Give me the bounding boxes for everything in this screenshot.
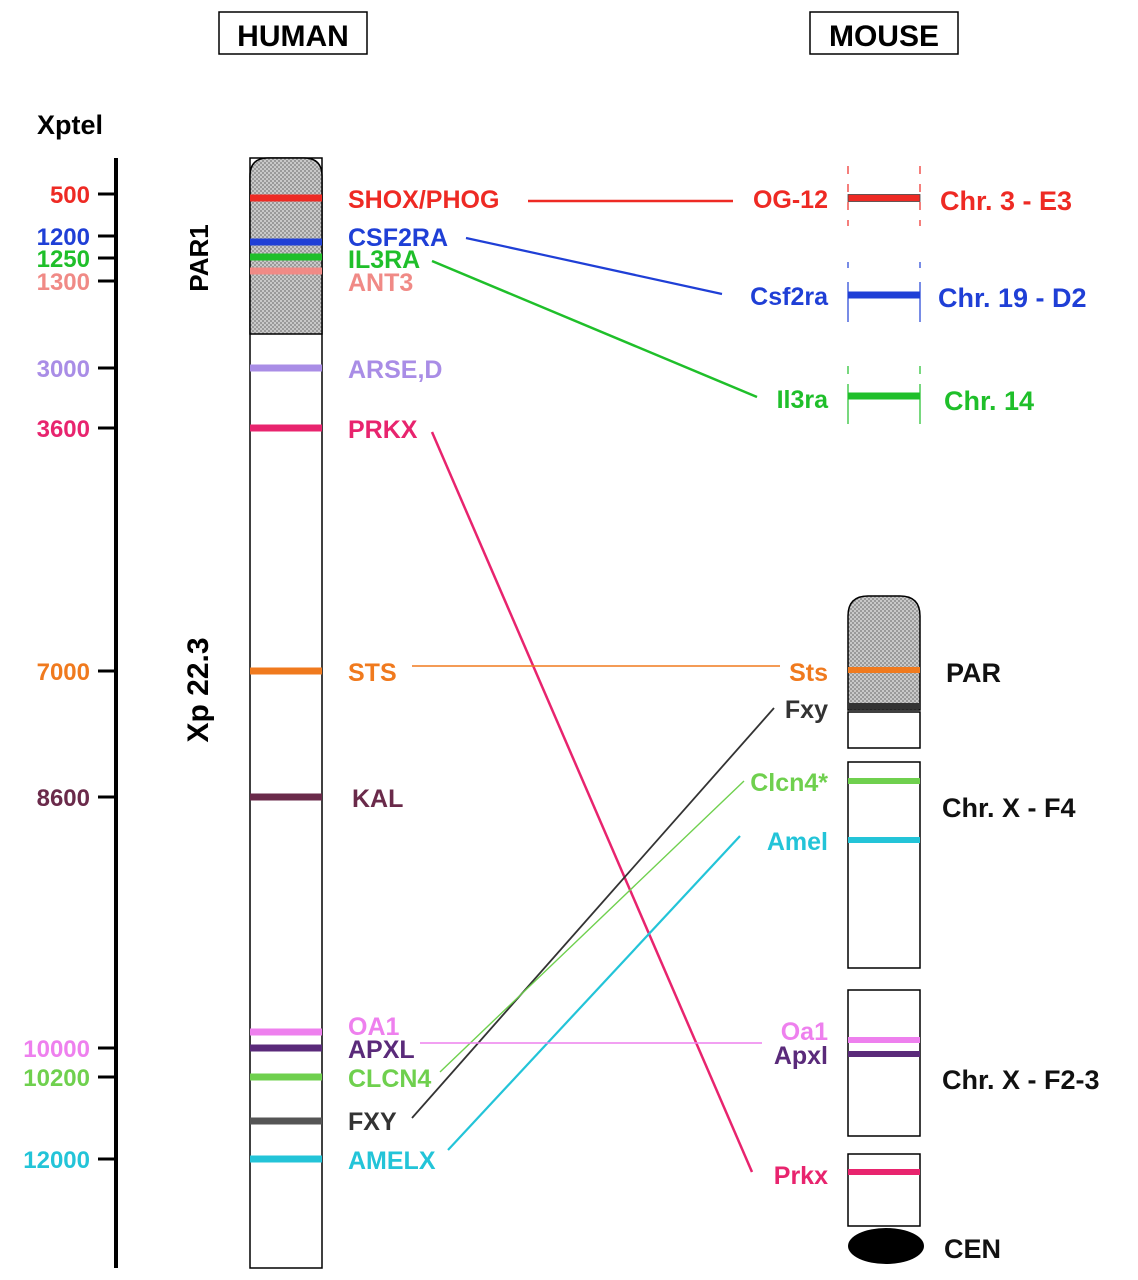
human-gene-label-sts: STS [348,659,397,687]
mouse-band-clcn4 [848,778,920,784]
human-gene-label-prkx: PRKX [348,416,418,444]
human-header-box [218,11,368,55]
mouse-gene-label-og-12: OG-12 [753,186,828,214]
chromosome-label-chr-14: Chr. 14 [944,386,1034,416]
mouse-band-fxy [848,703,920,709]
mouse-header: MOUSE [829,20,939,53]
human-chromosome [249,157,323,1269]
chromosome-label-cen: CEN [944,1234,1001,1264]
centromere [848,1228,924,1264]
axis-tick-label: 1250 [37,246,90,273]
human-band-sts [250,667,322,675]
axis-tick-label: 3000 [37,356,90,383]
mouse-chrx-f23-segment [847,989,921,1137]
axis-tick-label: 500 [50,182,90,209]
axis-tick-label: 3600 [37,416,90,443]
human-band-fxy [250,1117,322,1125]
connector-fxy-fxy [411,707,775,1119]
mouse-gene-label-apxl: Apxl [774,1042,828,1070]
mouse-gene-label-clcn4: Clcn4* [750,769,828,797]
mouse-band-apxl [848,1051,920,1057]
mouse-gene-label-prkx: Prkx [774,1162,828,1190]
human-gene-label-shox-phog: SHOX/PHOG [348,186,499,214]
mouse-chrx-par-segment [847,595,921,749]
connector-prkx-prkx [430,431,754,1173]
mouse-chrx-f4-segment [847,761,921,969]
mouse-band-oa1 [848,1037,920,1043]
human-band-il3ra [250,253,322,261]
connector-il3ra-il3ra [431,259,758,399]
axis-tick-label: 10200 [23,1065,90,1092]
mouse-gene-label-sts: Sts [789,659,828,687]
human-gene-label-ant3: ANT3 [348,269,413,297]
human-band-shox-phog [250,194,322,202]
mouse-chrx-prox-segment [847,1153,921,1227]
connector-clcn4-clcn4 [439,780,745,1073]
human-gene-label-il3ra: IL3RA [348,246,420,274]
mouse-band-og-12 [847,194,921,202]
mouse-band-sts [848,667,920,673]
connectors [411,199,780,1173]
human-gene-label-kal: KAL [352,785,403,813]
mouse-band-prkx [848,1169,920,1175]
mouse-bands [847,194,921,1175]
mouse-band-csf2ra [848,291,920,299]
mouse-gene-label-amel: Amel [767,828,828,856]
chromosome-label-chr-x-f4: Chr. X - F4 [942,793,1076,823]
par1-label: PAR1 [184,224,214,291]
human-band-prkx [250,424,322,432]
human-gene-label-fxy: FXY [348,1108,397,1136]
human-band-csf2ra [250,238,322,246]
connector-amelx-amel [447,835,741,1151]
human-band-arse-d [250,364,322,372]
mouse-gene-label-fxy: Fxy [785,696,828,724]
human-gene-label-oa1: OA1 [348,1013,400,1041]
xp-region-label: Xp 22.3 [182,637,215,742]
axis-tick-label: 12000 [23,1147,90,1174]
mouse-gene-label-csf2ra: Csf2ra [750,283,829,311]
chromosome-label-par: PAR [946,658,1001,688]
human-header: HUMAN [237,20,349,53]
human-band-kal [250,793,322,801]
mouse-gene-label-il3ra: Il3ra [777,386,830,414]
human-par1-region [249,157,323,335]
human-gene-label-apxl: APXL [348,1036,415,1064]
human-band-amelx [250,1155,322,1163]
mouse-chromosome-labels: Chr. 3 - E3 Chr. 19 - D2 Chr. 14 PAR Chr. X … [938,186,1100,1264]
chromosome-label-chr-3-e3: Chr. 3 - E3 [940,186,1072,216]
connector-csf2ra-csf2ra [465,236,723,296]
axis-tick-label: 7000 [37,659,90,686]
chromosome-label-chr-19-d2: Chr. 19 - D2 [938,283,1087,313]
human-band-apxl [250,1044,322,1052]
axis-title: Xptel [37,110,103,140]
human-band-oa1 [250,1028,322,1036]
axis-tick-label: 10000 [23,1036,90,1063]
human-gene-label-csf2ra: CSF2RA [348,224,448,252]
human-gene-label-clcn4: CLCN4 [348,1065,431,1093]
human-band-ant3 [250,267,322,275]
chromosome-label-chr-x-f2-3: Chr. X - F2-3 [942,1065,1100,1095]
human-gene-label-amelx: AMELX [348,1147,436,1175]
mouse-band-amel [848,837,920,843]
mouse-header-box [809,11,959,55]
axis-tick-label: 8600 [37,785,90,812]
human-band-clcn4 [250,1073,322,1081]
axis-tick-label: 1200 [37,224,90,251]
axis-tick-label: 1300 [37,269,90,296]
mouse-gene-label-oa1: Oa1 [781,1018,828,1046]
mouse-band-il3ra [848,392,920,400]
human-gene-label-arse-d: ARSE,D [348,356,442,384]
human-bands [250,194,322,1163]
